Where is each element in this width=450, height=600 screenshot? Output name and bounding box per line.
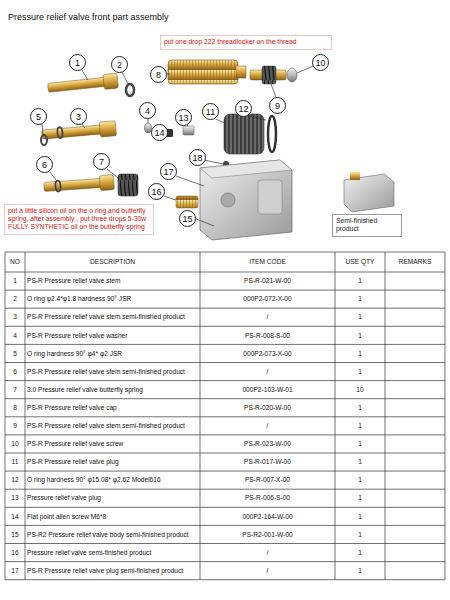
row-number: 14	[5, 507, 25, 525]
row-number: 4	[5, 326, 25, 344]
use-qty: 1	[335, 525, 385, 543]
item-code: PS-R-020-W-00	[200, 399, 335, 417]
use-qty: 1	[335, 272, 385, 290]
item-code: 000P2-103-W-01	[200, 381, 335, 399]
use-qty: 1	[335, 326, 385, 344]
callout-number: 12	[235, 100, 252, 117]
row-number: 2	[5, 290, 25, 308]
part-description: PS-R2 Pressure relief valve body semi-fi…	[25, 525, 200, 543]
note-text: Semi-finished product	[336, 217, 398, 233]
item-code: PS-R-023-W-00	[200, 435, 335, 453]
part-description: PS-R Pressure relief valve plug	[25, 453, 200, 471]
row-number: 12	[5, 471, 25, 489]
item-code: /	[200, 562, 335, 580]
part-description: PS-R Pressure relief valve plug semi-fin…	[25, 562, 200, 580]
item-code: 000P2-073-X-00	[200, 344, 335, 362]
callout-number: 10	[312, 54, 329, 71]
item-code: PS-R-017-W-00	[200, 453, 335, 471]
part-description: PS-R Pressure relief valve stem semi-fin…	[25, 363, 200, 381]
use-qty: 1	[335, 435, 385, 453]
callout-number: 14	[151, 124, 168, 141]
row-number: 11	[5, 453, 25, 471]
use-qty: 10	[335, 381, 385, 399]
callout-number: 8	[150, 66, 167, 83]
row-number: 8	[5, 399, 25, 417]
callout-number: 7	[93, 153, 110, 170]
part-description: PS-R Pressure relief valve stem	[25, 272, 200, 290]
use-qty: 1	[335, 290, 385, 308]
use-qty: 1	[335, 544, 385, 562]
item-code: /	[200, 363, 335, 381]
note-text: put one drop 222 threadlocker on the thr…	[164, 38, 328, 46]
row-number: 17	[5, 562, 25, 580]
row-number: 13	[5, 489, 25, 507]
part-description: 3.0 Pressure relief valve butterfly spri…	[25, 381, 200, 399]
note-box: put a little silicon oil on the o ring a…	[4, 204, 154, 235]
row-number: 10	[5, 435, 25, 453]
use-qty: 1	[335, 399, 385, 417]
use-qty: 1	[335, 344, 385, 362]
item-code: PS-R-007-X-00	[200, 471, 335, 489]
callout-number: 2	[111, 56, 128, 73]
row-number: 9	[5, 417, 25, 435]
use-qty: 1	[335, 453, 385, 471]
table-header: NO	[5, 252, 25, 272]
callout-number: 5	[30, 108, 47, 125]
item-code: PS-R-008-S-00	[200, 326, 335, 344]
callout-number: 13	[175, 109, 192, 126]
item-code: /	[200, 417, 335, 435]
item-code: 000P2-164-W-00	[200, 507, 335, 525]
callout-number: 15	[179, 210, 196, 227]
part-description: PS-R Pressure relief valve cap	[25, 399, 200, 417]
use-qty: 1	[335, 562, 385, 580]
part-description: Pressure relief valve plug	[25, 489, 200, 507]
callout-number: 17	[160, 163, 177, 180]
item-code: PS-R2-001-W-00	[200, 525, 335, 543]
page-title: Pressure relief valve front part assembl…	[8, 12, 169, 22]
callout-number: 9	[269, 97, 286, 114]
use-qty: 1	[335, 308, 385, 326]
use-qty: 1	[335, 417, 385, 435]
row-number: 7	[5, 381, 25, 399]
use-qty: 1	[335, 507, 385, 525]
use-qty: 1	[335, 489, 385, 507]
use-qty: 1	[335, 363, 385, 381]
row-number: 1	[5, 272, 25, 290]
row-number: 15	[5, 525, 25, 543]
table-header: ITEM CODE	[200, 252, 335, 272]
part-description: PS-R Pressure relief valve screw	[25, 435, 200, 453]
row-number: 3	[5, 308, 25, 326]
item-code: 000P2-072-X-00	[200, 290, 335, 308]
note-box: Semi-finished product	[332, 214, 402, 237]
part-description: PS-R Pressure relief valve washer	[25, 326, 200, 344]
callout-number: 4	[139, 102, 156, 119]
callout-number: 18	[189, 149, 206, 166]
use-qty: 1	[335, 471, 385, 489]
callout-number: 6	[36, 156, 53, 173]
callout-number: 11	[202, 103, 219, 120]
table-header: DESCRIPTION	[25, 252, 200, 272]
note-text: put a little silicon oil on the o ring a…	[8, 207, 150, 231]
callout-number: 1	[69, 54, 86, 71]
table-header: REMARKS	[385, 252, 445, 272]
callout-number: 16	[148, 183, 165, 200]
row-number: 6	[5, 363, 25, 381]
callout-number: 3	[70, 108, 87, 125]
part-description: O ring hardness 90° φ4* φ2 JSR	[25, 344, 200, 362]
row-number: 5	[5, 344, 25, 362]
part-description: Flat point allen screw M6*8	[25, 507, 200, 525]
part-description: O ring hardness 90° φ15.08* φ2.62 Model6…	[25, 471, 200, 489]
note-box: put one drop 222 threadlocker on the thr…	[160, 35, 332, 50]
item-code: PS-R-006-S-00	[200, 489, 335, 507]
part-description: Pressure relief valve semi-finished prod…	[25, 544, 200, 562]
item-code: /	[200, 544, 335, 562]
part-description: O ring φ2.4*φ1.8 hardness 90° JSR	[25, 290, 200, 308]
row-number: 16	[5, 544, 25, 562]
table-header: USE QTY	[335, 252, 385, 272]
part-description: PS-R Pressure relief valve stem semi-fin…	[25, 417, 200, 435]
item-code: PS-R-021-W-00	[200, 272, 335, 290]
part-description: PS-R Pressure relief valve stem semi-fin…	[25, 308, 200, 326]
item-code: /	[200, 308, 335, 326]
